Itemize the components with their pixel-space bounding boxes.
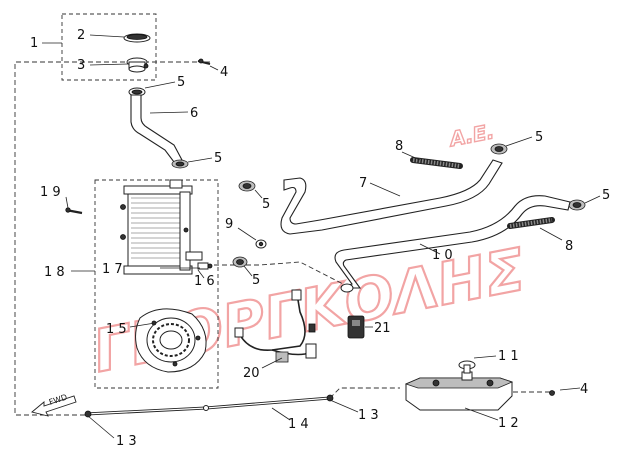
radiator-screw [65,207,83,215]
callout-17: 1 7 [102,262,123,277]
callout-2: 2 [77,28,85,43]
callout-16: 1 6 [194,274,215,289]
screw-reservoir [549,390,555,396]
callout-5-upper: 5 [177,75,185,90]
filler-hose [130,94,183,163]
hose-clamp-lower-filler [171,159,189,169]
callout-7: 7 [359,176,367,191]
callout-14: 1 4 [288,417,309,432]
callout-5-radiator-bottom: 5 [252,273,260,288]
fan-relay [347,315,365,339]
upper-clamp [128,87,146,97]
hose-sleeve-upper [410,157,463,169]
callout-labels: 1 2 3 4 4 5 5 5 5 5 5 6 7 8 8 9 1 0 1 1 … [30,28,610,449]
lower-hose-end [340,283,354,293]
callout-12: 1 2 [498,416,519,431]
callout-15: 1 5 [106,322,127,337]
overflow-clamp-left [84,410,92,418]
callout-1: 1 [30,36,38,51]
hose-clamp-radiator-bottom [232,256,248,268]
radiator-group-box [94,179,219,389]
callout-5-right-upper: 5 [535,130,543,145]
callout-20: 20 [243,366,260,381]
callout-5-radiator-top: 5 [262,197,270,212]
callout-21: 21 [374,321,391,336]
forward-direction-arrow: FWD [31,393,77,417]
watermark-suffix: Α.Ε. [446,119,496,151]
callout-5-mid: 5 [214,151,222,166]
callout-3: 3 [77,58,85,73]
callout-13-right: 1 3 [358,408,379,423]
upper-coolant-hose [280,159,503,235]
coolant-reservoir [404,371,514,411]
hose-clamp-right-upper [490,143,508,155]
callout-18: 1 8 [44,265,65,280]
callout-19: 1 9 [40,185,61,200]
temperature-sensor [197,262,213,270]
callout-10: 1 0 [432,248,453,263]
radiator [120,179,203,275]
hose-clamp-radiator-top [238,180,256,192]
screw-top [197,58,211,65]
leader-lines [42,34,601,439]
callout-9: 9 [225,217,233,232]
hose-clip [255,239,267,249]
callout-5-right-lower: 5 [602,188,610,203]
cap-group-box [61,13,157,81]
lower-coolant-hose [334,195,571,289]
reservoir-cap [458,360,476,374]
callout-8-lower: 8 [565,239,573,254]
fan-wire-harness [234,289,317,363]
callout-11: 1 1 [498,349,519,364]
callout-4-top: 4 [220,65,228,80]
callout-6: 6 [190,106,198,121]
callout-4-bottom: 4 [580,382,588,397]
callout-13-left: 1 3 [116,434,137,449]
hose-sleeve-lower [507,217,555,229]
overflow-clamp-right [326,394,334,402]
hose-clamp-right-lower [568,199,586,211]
callout-8-upper: 8 [395,139,403,154]
filler-neck [126,57,149,73]
radiator-cap [123,33,151,43]
fan-shroud [135,308,207,373]
overflow-hose [85,396,331,416]
